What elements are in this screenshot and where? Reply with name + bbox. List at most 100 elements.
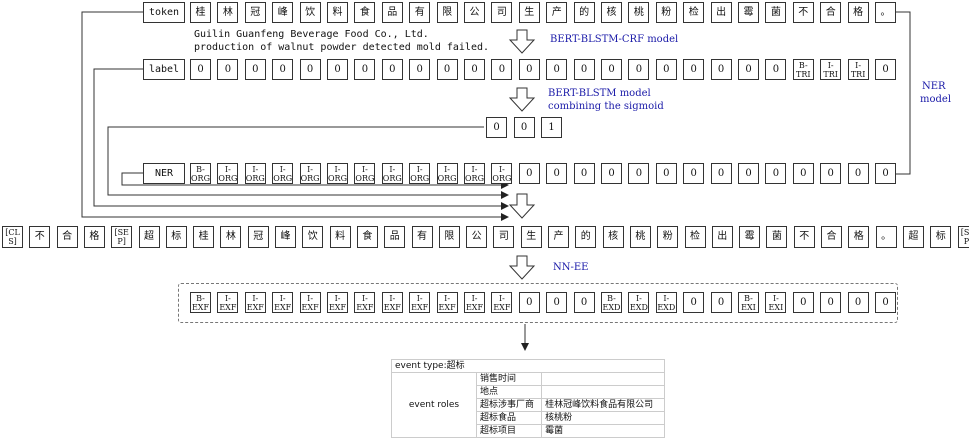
ner-header: NER [143, 163, 185, 184]
ner-cell: I- ORG [245, 163, 266, 184]
ner-cell: B- ORG [190, 163, 211, 184]
combined-cell: 的 [575, 226, 596, 248]
combined-cell: 合 [821, 226, 842, 248]
combined-cell: 格 [84, 226, 105, 248]
ner-cell: I- ORG [272, 163, 293, 184]
token-cell: 。 [875, 2, 896, 23]
token-cell: 桃 [628, 2, 649, 23]
ner-cell: 0 [546, 163, 567, 184]
ner-cell: 0 [738, 163, 759, 184]
role-name: 销售时间 [477, 373, 542, 386]
output-tag-cell: I- EXF [409, 292, 430, 313]
label-cell: 0 [217, 59, 238, 80]
label-cell: 0 [711, 59, 732, 80]
label-cell: 0 [683, 59, 704, 80]
ner-cell: 0 [628, 163, 649, 184]
combined-cell: 品 [384, 226, 405, 248]
role-row: event roles 销售时间 [392, 373, 665, 386]
sigmoid-model-label-line2: combining the sigmoid [548, 101, 664, 112]
combined-cell: 不 [29, 226, 50, 248]
label-cell: 0 [382, 59, 403, 80]
token-cell: 不 [793, 2, 814, 23]
event-type-row: event type:超标 [392, 360, 665, 373]
combined-cell: 标 [930, 226, 951, 248]
label-cell: 0 [656, 59, 677, 80]
label-cell: B- TRI [793, 59, 814, 80]
combined-cell: 菌 [766, 226, 787, 248]
ner-cell: 0 [793, 163, 814, 184]
label-cell: 0 [300, 59, 321, 80]
ner-cell: I- ORG [464, 163, 485, 184]
token-cell: 品 [382, 2, 403, 23]
ner-cell: 0 [574, 163, 595, 184]
combined-cell: 桂 [193, 226, 214, 248]
ner-model-label-line1: NER [922, 81, 946, 92]
combined-cell: 限 [439, 226, 460, 248]
ner-cell: I- ORG [437, 163, 458, 184]
ner-cell: I- ORG [409, 163, 430, 184]
label-cell: 0 [765, 59, 786, 80]
combined-cell: 合 [57, 226, 78, 248]
label-cell: 0 [327, 59, 348, 80]
combined-cell: 检 [685, 226, 706, 248]
token-cell: 食 [354, 2, 375, 23]
combined-cell: 司 [493, 226, 514, 248]
combined-cell: 饮 [302, 226, 323, 248]
ner-cell: 0 [820, 163, 841, 184]
output-tag-cell: B- EXF [190, 292, 211, 313]
token-cell: 料 [327, 2, 348, 23]
combined-cell: 核 [603, 226, 624, 248]
output-tag-cell: B- EXD [601, 292, 622, 313]
token-cell: 产 [546, 2, 567, 23]
token-cell: 的 [574, 2, 595, 23]
output-tag-cell: I- EXF [491, 292, 512, 313]
combined-cell: 冠 [248, 226, 269, 248]
token-cell: 饮 [300, 2, 321, 23]
output-tag-cell: 0 [820, 292, 841, 313]
combined-cell: 超 [903, 226, 924, 248]
label-cell: 0 [574, 59, 595, 80]
combined-cell: 产 [548, 226, 569, 248]
label-cell: 0 [875, 59, 896, 80]
output-tag-cell: 0 [875, 292, 896, 313]
ner-cell: I- ORG [382, 163, 403, 184]
label-cell: 0 [601, 59, 622, 80]
nnee-model-label: NN-EE [553, 262, 588, 273]
role-value [542, 386, 665, 399]
output-tag-cell: I- EXF [382, 292, 403, 313]
nnee-down-arrow [510, 256, 534, 279]
output-tag-cell: I- EXF [464, 292, 485, 313]
ner-cell: I- ORG [300, 163, 321, 184]
label-cell: 0 [354, 59, 375, 80]
crf-model-label: BERT-BLSTM-CRF model [550, 34, 678, 45]
token-header: token [143, 2, 185, 23]
ner-cell: 0 [656, 163, 677, 184]
label-cell: 0 [519, 59, 540, 80]
combined-cell: [SE P] [958, 226, 969, 248]
label-cell: 0 [546, 59, 567, 80]
output-tag-cell: 0 [793, 292, 814, 313]
output-tag-cell: 0 [711, 292, 732, 313]
ner-cell: I- ORG [217, 163, 238, 184]
token-cell: 林 [217, 2, 238, 23]
ner-cell: 0 [683, 163, 704, 184]
token-cell: 核 [601, 2, 622, 23]
token-cell: 检 [683, 2, 704, 23]
sigmoid-cell: 1 [541, 117, 562, 138]
output-tag-cell: I- EXF [354, 292, 375, 313]
crf-down-arrow [510, 30, 534, 53]
role-name: 地点 [477, 386, 542, 399]
label-cell: 0 [409, 59, 430, 80]
ner-cell: 0 [848, 163, 869, 184]
output-tag-cell: I- EXF [300, 292, 321, 313]
event-type-cell: event type:超标 [392, 360, 665, 373]
combined-cell: 公 [466, 226, 487, 248]
combined-cell: 林 [220, 226, 241, 248]
combined-cell: 出 [712, 226, 733, 248]
event-table: event type:超标 event roles 销售时间 地点 超标涉事厂商… [391, 359, 665, 438]
event-roles-label: event roles [392, 373, 477, 438]
sigmoid-cell: 0 [514, 117, 535, 138]
output-tag-cell: I- EXF [437, 292, 458, 313]
output-tag-cell: I- EXF [272, 292, 293, 313]
token-cell: 合 [820, 2, 841, 23]
